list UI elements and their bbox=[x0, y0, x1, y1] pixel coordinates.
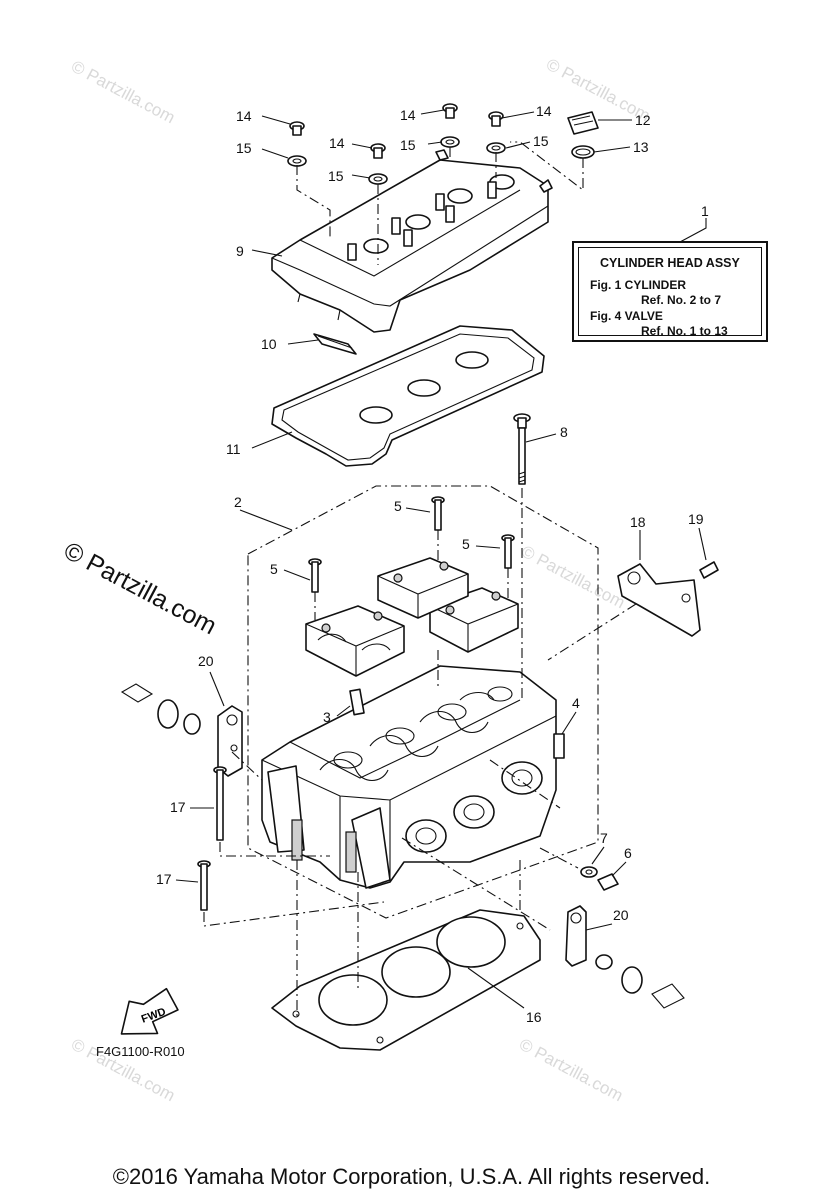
callout-19: 19 bbox=[688, 511, 704, 527]
callout-7: 7 bbox=[600, 830, 608, 846]
callout-13: 13 bbox=[633, 139, 649, 155]
callout-2: 2 bbox=[234, 494, 242, 510]
cylinder-head-cover-9 bbox=[271, 149, 553, 333]
top-fasteners bbox=[287, 103, 599, 185]
cylinder-head-gasket-16 bbox=[271, 909, 541, 1051]
bolt-14-top bbox=[442, 103, 458, 119]
head-cover-gasket-11 bbox=[271, 325, 545, 467]
callout-9: 9 bbox=[236, 243, 244, 259]
assy-outline-2 bbox=[247, 485, 599, 919]
cylinder-head-assy-box: CYLINDER HEAD ASSY Fig. 1 CYLINDER Ref. … bbox=[572, 241, 768, 342]
camshaft-cap-left bbox=[305, 605, 405, 677]
callout-20b: 20 bbox=[613, 907, 629, 923]
callout-8: 8 bbox=[560, 424, 568, 440]
leader-lines bbox=[175, 109, 707, 1009]
callout-5a: 5 bbox=[394, 498, 402, 514]
tensioner-right-20 bbox=[565, 905, 685, 1009]
tensioner-left-20 bbox=[120, 683, 243, 777]
assy-line-1: Fig. 1 CYLINDER bbox=[590, 278, 687, 292]
assy-title: CYLINDER HEAD ASSY bbox=[600, 256, 740, 270]
figure-code: F4G1100-R010 bbox=[96, 1044, 185, 1059]
oil-filler-cap-12 bbox=[567, 111, 599, 135]
assy-line-4: Ref. No. 1 to 13 bbox=[641, 324, 728, 338]
callout-3: 3 bbox=[323, 709, 331, 725]
fwd-arrow: FWD bbox=[120, 987, 179, 1035]
callout-16: 16 bbox=[526, 1009, 542, 1025]
camshaft-cap-top bbox=[377, 557, 469, 619]
callout-15a: 15 bbox=[236, 140, 252, 156]
bolt-8 bbox=[513, 413, 531, 485]
callout-14b: 14 bbox=[329, 135, 345, 151]
bolts-17 bbox=[197, 766, 227, 911]
watermark-top-left: © Partzilla.com bbox=[68, 57, 178, 128]
callout-1: 1 bbox=[701, 203, 709, 219]
bolt-14-left bbox=[289, 121, 305, 136]
washer-15-top bbox=[440, 136, 460, 148]
bolt-19 bbox=[699, 561, 719, 579]
callout-6: 6 bbox=[624, 845, 632, 861]
callout-numbers: 14 14 14 14 15 15 15 15 12 13 9 10 11 1 … bbox=[156, 103, 709, 1025]
callout-5b: 5 bbox=[462, 536, 470, 552]
callout-17b: 17 bbox=[156, 871, 172, 887]
copyright-notice: ©2016 Yamaha Motor Corporation, U.S.A. A… bbox=[112, 1164, 711, 1189]
callout-10: 10 bbox=[261, 336, 277, 352]
callout-14a: 14 bbox=[236, 108, 252, 124]
callout-5c: 5 bbox=[270, 561, 278, 577]
watermark-bottom-right: © Partzilla.com bbox=[516, 1035, 626, 1106]
callout-15c: 15 bbox=[400, 137, 416, 153]
watermark-mid-right: © Partzilla.com bbox=[518, 542, 628, 613]
callout-14d: 14 bbox=[536, 103, 552, 119]
watermark-large: © Partzilla.com bbox=[59, 537, 221, 641]
camshaft-cap-right bbox=[429, 587, 519, 653]
cylinder-head-block bbox=[261, 665, 557, 889]
washer-15-mid bbox=[368, 173, 388, 185]
assy-line-2: Ref. No. 2 to 7 bbox=[641, 293, 722, 307]
assy-box-inner-border bbox=[578, 247, 762, 336]
callout-12: 12 bbox=[635, 112, 651, 128]
o-ring-13 bbox=[571, 145, 595, 159]
dowel-pin-4 bbox=[553, 733, 565, 759]
washer-15-left bbox=[287, 155, 307, 167]
callout-11: 11 bbox=[226, 441, 241, 457]
callout-20a: 20 bbox=[198, 653, 214, 669]
alignment-lines bbox=[203, 141, 637, 1020]
callout-17a: 17 bbox=[170, 799, 186, 815]
callout-14c: 14 bbox=[400, 107, 416, 123]
assy-line-3: Fig. 4 VALVE bbox=[590, 309, 663, 323]
callout-4: 4 bbox=[572, 695, 580, 711]
callout-18: 18 bbox=[630, 514, 646, 530]
washer-15-right bbox=[486, 142, 506, 154]
dowel-pin-3 bbox=[349, 688, 365, 716]
callout-15b: 15 bbox=[328, 168, 344, 184]
callout-15d: 15 bbox=[533, 133, 549, 149]
bolt-14-mid bbox=[370, 143, 386, 159]
bolt-14-right bbox=[488, 111, 504, 127]
washer-7 bbox=[580, 866, 598, 878]
bolt-6 bbox=[597, 873, 619, 891]
bracket-18 bbox=[617, 563, 701, 637]
plate-10 bbox=[313, 333, 357, 355]
